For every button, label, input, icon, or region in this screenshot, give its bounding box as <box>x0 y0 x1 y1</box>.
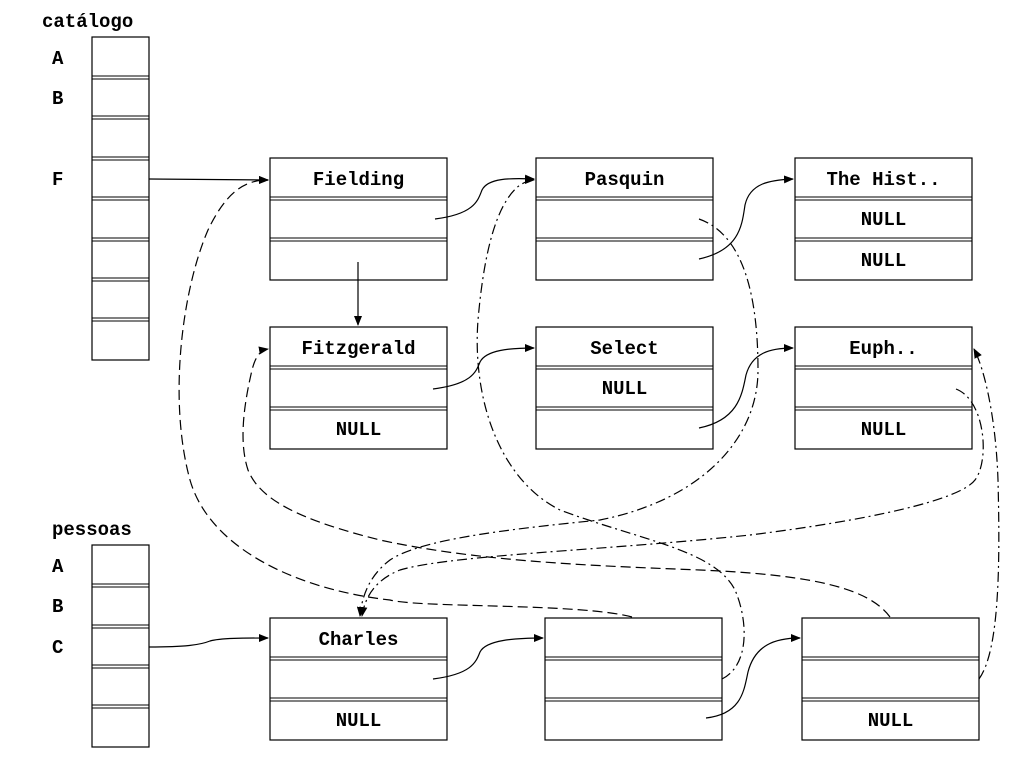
node-thehist-cell2: NULL <box>861 209 907 231</box>
arrow-catalogo-f-to-fielding <box>148 175 269 184</box>
node-fitzgerald-title: Fitzgerald <box>301 338 415 360</box>
pessoas-title: pessoas <box>52 519 132 541</box>
node-person-2 <box>544 617 723 741</box>
node-euph-cell3: NULL <box>861 419 907 441</box>
node-person-3-cell3: NULL <box>868 710 914 732</box>
catalogo-label-f: F <box>52 169 63 191</box>
node-fitzgerald-cell3: NULL <box>336 419 382 441</box>
pessoas-label-c: C <box>52 637 63 659</box>
catalogo-title: catálogo <box>42 11 133 33</box>
dashdot-euph-to-charles <box>359 388 984 617</box>
pessoas-label-b: B <box>52 596 63 618</box>
node-charles-cell3: NULL <box>336 710 382 732</box>
node-person-3: NULL <box>801 617 980 741</box>
arrow-select-to-euph <box>698 344 794 429</box>
pessoas-array: pessoas A B C <box>52 519 150 748</box>
arrow-fielding-to-pasquin <box>434 174 535 220</box>
arrow-charles-to-person-2 <box>432 634 544 680</box>
dash-person-3-to-fitzgerald <box>242 346 891 618</box>
pessoas-frame <box>91 544 150 748</box>
node-pasquin-title: Pasquin <box>585 169 665 191</box>
node-thehist: The Hist.. NULL NULL <box>794 157 973 281</box>
pessoas-label-a: A <box>52 556 64 578</box>
catalogo-array: catálogo A B F <box>42 11 150 361</box>
node-select: Select NULL <box>535 326 714 450</box>
node-fielding-title: Fielding <box>313 169 404 191</box>
node-fielding: Fielding <box>269 157 448 281</box>
arrow-fitzgerald-to-select <box>432 344 535 390</box>
pessoas-separators <box>92 583 149 709</box>
catalogo-frame <box>91 36 150 361</box>
dashdot-person-3-to-euph <box>973 348 1000 680</box>
node-select-title: Select <box>590 338 658 360</box>
node-select-cell2: NULL <box>602 378 648 400</box>
dashdot-pasquin-to-charles <box>356 218 759 617</box>
dashed-back-references <box>178 176 891 618</box>
arrow-pessoas-c-to-charles <box>148 634 269 648</box>
node-euph-title: Euph.. <box>849 338 917 360</box>
node-fitzgerald: Fitzgerald NULL <box>269 326 448 450</box>
node-euph: Euph.. NULL <box>794 326 973 450</box>
node-pasquin: Pasquin <box>535 157 714 281</box>
dash-person-2-to-fielding <box>178 176 633 618</box>
node-charles: Charles NULL <box>269 617 448 741</box>
solid-pointers <box>148 174 801 719</box>
dashdot-references <box>356 176 1000 680</box>
catalogo-label-a: A <box>52 48 64 70</box>
catalogo-label-b: B <box>52 88 63 110</box>
node-thehist-cell3: NULL <box>861 250 907 272</box>
node-thehist-title: The Hist.. <box>826 169 940 191</box>
arrow-person-2-to-person-3 <box>705 634 801 719</box>
arrow-pasquin-to-thehist <box>698 175 794 260</box>
node-charles-title: Charles <box>319 629 399 651</box>
dashdot-person-2-to-pasquin <box>476 176 745 680</box>
catalogo-separators <box>92 75 149 322</box>
